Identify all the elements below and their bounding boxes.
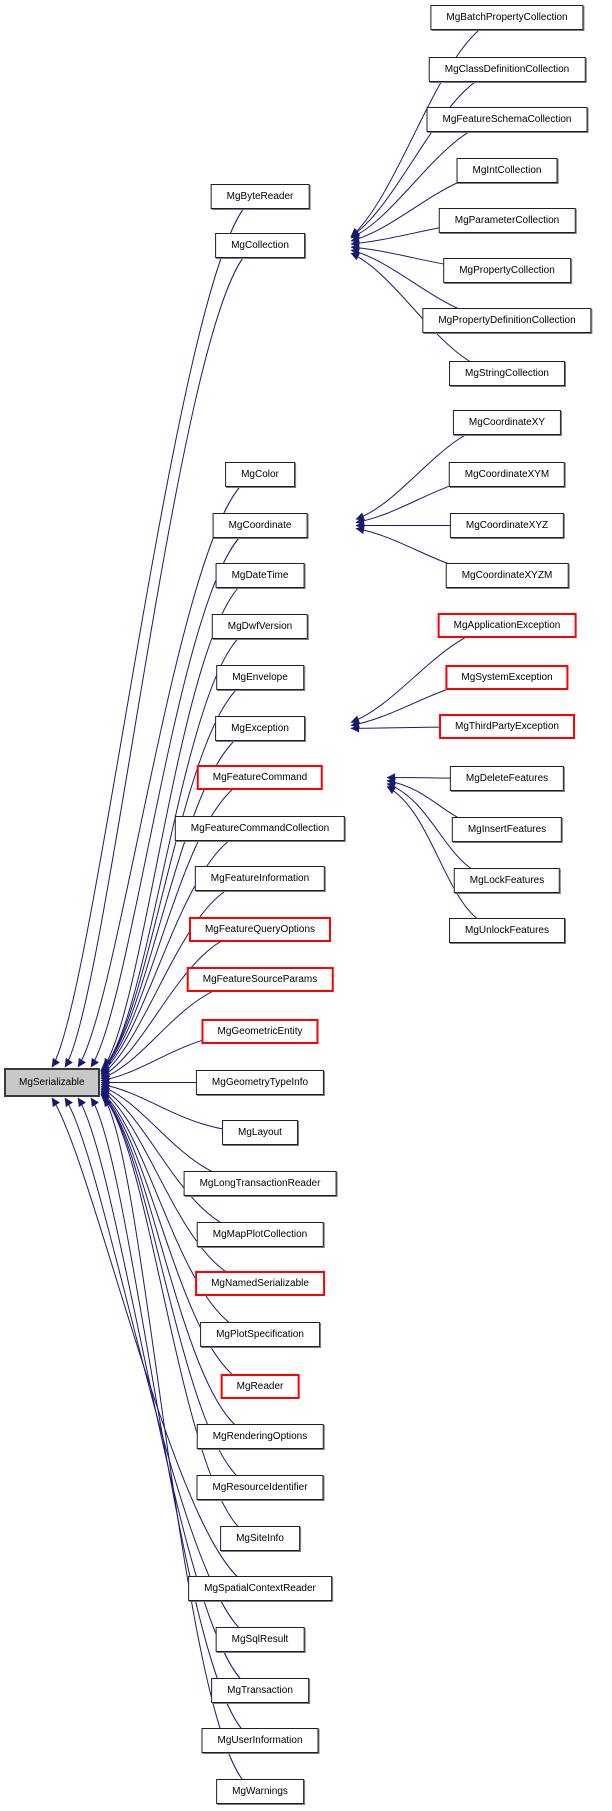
class-node-mgcoordinatexy[interactable]: MgCoordinateXY <box>452 410 562 435</box>
class-node-mgnamedserializable[interactable]: MgNamedSerializable <box>195 1271 325 1296</box>
inheritance-edge <box>90 1097 261 1741</box>
class-node-mgwarnings[interactable]: MgWarnings <box>216 1779 304 1804</box>
class-node-mgfeaturecommand[interactable]: MgFeatureCommand <box>196 765 324 790</box>
class-node-mgspatialcontextreader[interactable]: MgSpatialContextReader <box>188 1576 332 1601</box>
inheritance-edge <box>100 1087 261 1235</box>
inheritance-edge <box>100 929 261 1078</box>
inheritance-edge <box>100 1094 261 1539</box>
inheritance-edge <box>103 575 261 1068</box>
class-node-mgfeatureschemacollection[interactable]: MgFeatureSchemaCollection <box>426 107 588 132</box>
class-node-mginsertfeatures[interactable]: MgInsertFeatures <box>451 817 563 842</box>
class-node-mgfeaturequeryoptions[interactable]: MgFeatureQueryOptions <box>188 917 332 942</box>
class-node-mgbytereader[interactable]: MgByteReader <box>210 184 310 209</box>
class-node-mgfeaturesourceparams[interactable]: MgFeatureSourceParams <box>186 967 334 992</box>
inheritance-edge <box>77 474 261 1068</box>
class-node-mgsiteinfo[interactable]: MgSiteInfo <box>220 1526 300 1551</box>
class-node-mgexception[interactable]: MgException <box>215 716 305 741</box>
inheritance-edge <box>100 677 261 1071</box>
class-node-mgfeaturecommandcollection[interactable]: MgFeatureCommandCollection <box>174 816 346 841</box>
class-node-mgdeletefeatures[interactable]: MgDeleteFeatures <box>449 766 565 791</box>
class-node-mgcolor[interactable]: MgColor <box>225 462 295 487</box>
class-node-mgsystemexception[interactable]: MgSystemException <box>445 665 569 690</box>
inheritance-edge <box>103 1097 261 1792</box>
inheritance-edge <box>100 1094 261 1437</box>
class-node-mgplotspecification[interactable]: MgPlotSpecification <box>200 1322 320 1347</box>
class-node-mgparametercollection[interactable]: MgParameterCollection <box>438 208 576 233</box>
class-node-mgcoordinate[interactable]: MgCoordinate <box>212 513 308 538</box>
class-node-mgdwfversion[interactable]: MgDwfVersion <box>211 614 309 639</box>
class-node-mgcoordinatexym[interactable]: MgCoordinateXYM <box>448 462 566 487</box>
class-node-mglayout[interactable]: MgLayout <box>222 1120 298 1145</box>
class-node-mgcollection[interactable]: MgCollection <box>215 233 305 258</box>
class-node-mggeometrytypeinfo[interactable]: MgGeometryTypeInfo <box>195 1070 325 1095</box>
class-node-mgunlockfeatures[interactable]: MgUnlockFeatures <box>449 918 565 943</box>
class-node-mgapplicationexception[interactable]: MgApplicationException <box>437 613 577 638</box>
inheritance-edge <box>100 626 261 1071</box>
class-node-mgthirdpartyexception[interactable]: MgThirdPartyException <box>439 714 575 739</box>
class-node-mgreader[interactable]: MgReader <box>220 1374 300 1399</box>
class-node-mgresourceidentifier[interactable]: MgResourceIdentifier <box>196 1475 324 1500</box>
class-node-mgbatchpropertycollection[interactable]: MgBatchPropertyCollection <box>430 5 584 30</box>
inheritance-edge <box>100 728 261 1071</box>
class-node-mgcoordinatexyz[interactable]: MgCoordinateXYZ <box>449 513 565 538</box>
class-node-mgtransaction[interactable]: MgTransaction <box>211 1678 309 1703</box>
class-node-mglongtransactionreader[interactable]: MgLongTransactionReader <box>183 1171 337 1196</box>
class-node-mgserializable-root: MgSerializable <box>4 1068 100 1097</box>
inheritance-edge <box>100 777 261 1073</box>
class-node-mgcoordinatexyzm[interactable]: MgCoordinateXYZM <box>445 563 569 588</box>
class-node-mgdatetime[interactable]: MgDateTime <box>215 563 305 588</box>
inheritance-edge <box>77 1097 261 1691</box>
class-node-mgrenderingoptions[interactable]: MgRenderingOptions <box>196 1424 324 1449</box>
inheritance-edge <box>90 525 261 1068</box>
class-node-mgpropertydefinitioncollection[interactable]: MgPropertyDefinitionCollection <box>422 308 592 333</box>
class-node-mgstringcollection[interactable]: MgStringCollection <box>449 361 565 386</box>
class-node-mgfeatureinformation[interactable]: MgFeatureInformation <box>194 866 326 891</box>
class-node-mggeometricentity[interactable]: MgGeometricEntity <box>201 1019 319 1044</box>
class-node-mgsqlresult[interactable]: MgSqlResult <box>215 1627 305 1652</box>
class-node-mguserinformation[interactable]: MgUserInformation <box>201 1728 319 1753</box>
class-node-mgintcollection[interactable]: MgIntCollection <box>456 158 558 183</box>
class-node-mgpropertycollection[interactable]: MgPropertyCollection <box>443 258 571 283</box>
class-node-mgmapplotcollection[interactable]: MgMapPlotCollection <box>196 1222 324 1247</box>
inheritance-edge <box>64 1097 261 1640</box>
class-node-mglockfeatures[interactable]: MgLockFeatures <box>453 868 561 893</box>
inheritance-edge <box>100 1094 261 1488</box>
class-node-mgclassdefinitioncollection[interactable]: MgClassDefinitionCollection <box>428 57 586 82</box>
inheritance-edge <box>64 245 261 1068</box>
class-node-mgenvelope[interactable]: MgEnvelope <box>216 665 304 690</box>
inheritance-edge <box>386 786 508 931</box>
